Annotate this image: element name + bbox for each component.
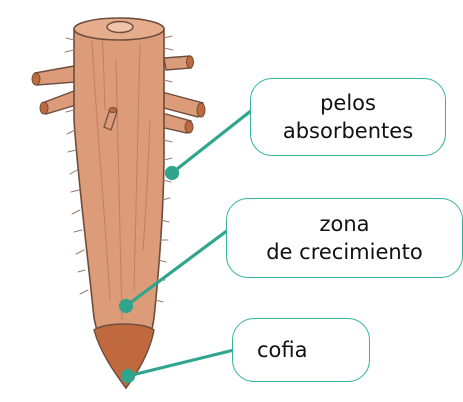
label-pelos-line1: pelos [251,89,445,117]
label-cofia-line1: cofia [233,336,369,364]
label-zona-de-crecimiento: zona de crecimiento [226,198,463,278]
label-zona-line1: zona [227,210,462,238]
label-cofia: cofia [232,318,370,382]
label-pelos-line2: absorbentes [251,117,445,145]
label-pelos-absorbentes: pelos absorbentes [250,78,446,156]
label-zona-line2: de crecimiento [227,238,462,266]
